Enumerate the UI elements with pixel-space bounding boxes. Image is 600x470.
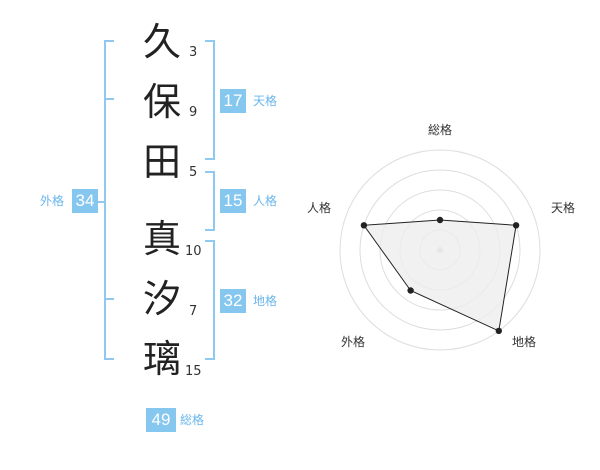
radar-label-tenkaku: 天格: [551, 200, 575, 215]
gaikaku-tick-bottom: [104, 298, 114, 300]
name-char-5: 汐: [142, 277, 181, 321]
stroke-count-6: 15: [185, 364, 202, 379]
radar-shape: [360, 216, 520, 335]
gaikaku-value: 34: [72, 189, 98, 213]
tenkaku-bracket: [205, 40, 215, 160]
gaikaku-label: 外格: [40, 194, 65, 208]
radar-point-5: [360, 222, 368, 229]
radar-label-jinkaku: 人格: [307, 200, 331, 215]
radar-point-4: [407, 287, 414, 294]
radar-label-soukaku: 総格: [428, 122, 452, 137]
stroke-count-3: 5: [189, 165, 198, 180]
name-char-3: 田: [142, 140, 181, 184]
tenkaku-value: 17: [220, 89, 246, 113]
name-char-2: 保: [142, 80, 181, 124]
radar-point-1: [436, 216, 444, 224]
gaikaku-bracket: [104, 40, 114, 360]
chikaku-bracket: [205, 240, 215, 360]
jinkaku-value: 15: [220, 189, 246, 213]
jinkaku-label: 人格: [253, 194, 278, 208]
radar-point-3: [495, 327, 502, 335]
tenkaku-label: 天格: [253, 94, 278, 108]
radar-label-gaikaku: 外格: [341, 334, 365, 349]
name-char-1: 久: [142, 20, 181, 64]
radar-ring-4: [359, 169, 521, 331]
stroke-count-4: 10: [185, 244, 202, 259]
fortune-radar-chart: 総格 天格 地格 外格 人格: [307, 122, 575, 351]
soukaku-value: 49: [146, 408, 176, 432]
radar-point-2: [512, 222, 520, 229]
soukaku-label: 総格: [180, 413, 205, 427]
name-char-6: 璃: [142, 337, 181, 381]
gaikaku-connector: [96, 201, 106, 203]
radar-labels: 総格 天格 地格 外格 人格: [307, 122, 575, 349]
stroke-count-5: 7: [189, 304, 198, 319]
stroke-count-1: 3: [189, 45, 198, 60]
name-char-4: 真: [142, 217, 181, 261]
chikaku-label: 地格: [253, 294, 278, 308]
radar-label-chikaku: 地格: [512, 334, 536, 349]
jinkaku-bracket: [205, 171, 215, 231]
radar-polygon: [362, 219, 517, 332]
radar-ring-5: [339, 149, 541, 351]
gaikaku-tick-top: [104, 98, 114, 100]
chikaku-value: 32: [220, 289, 246, 313]
stroke-count-2: 9: [189, 105, 198, 120]
